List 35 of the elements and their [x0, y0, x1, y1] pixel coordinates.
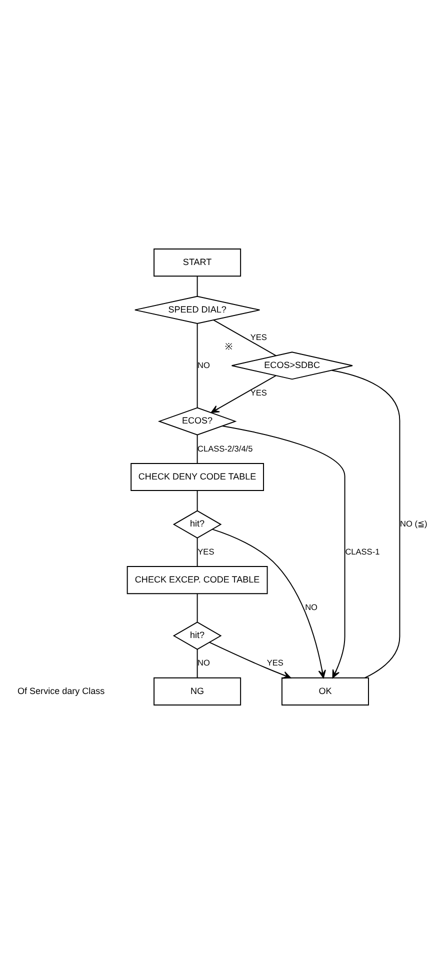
node-box: CHECK DENY CODE TABLE — [130, 462, 264, 492]
arrow — [208, 642, 292, 679]
node-label: ※ — [225, 342, 234, 352]
connector — [196, 538, 198, 567]
edge-label: YES — [250, 388, 267, 398]
edge-label: NO — [305, 603, 318, 612]
connector — [196, 593, 198, 622]
edge-label: CLASS-1 — [345, 547, 380, 556]
node-diamond: ECOS? — [158, 407, 237, 436]
node-diamond: hit? — [172, 622, 222, 650]
edge-label: NO (≦) — [400, 520, 428, 529]
node-diamond: hit? — [172, 510, 222, 539]
connector — [331, 370, 400, 678]
node-box: NG — [154, 677, 242, 706]
edge-label: CLASS-2/3/4/5 — [198, 444, 253, 454]
connector — [196, 648, 198, 678]
arrow — [222, 425, 346, 678]
node-diamond: SPEED DIAL? — [134, 296, 260, 324]
node-box: START — [154, 248, 242, 277]
connector — [196, 276, 198, 297]
node-box: OK — [281, 677, 369, 706]
connector — [196, 490, 198, 512]
edge-label: YES — [250, 332, 267, 342]
connector — [196, 434, 198, 464]
edge-label: YES — [198, 547, 214, 556]
label: Of Service dary Class — [18, 686, 105, 696]
connector — [213, 320, 277, 356]
edge-label: YES — [266, 658, 284, 668]
arrow — [210, 375, 277, 414]
edge-label: NO — [197, 360, 210, 370]
arrow — [212, 528, 326, 678]
node-diamond: ECOS>SDBC — [231, 352, 353, 380]
node-box: CHECK EXCEP. CODE TABLE — [126, 566, 268, 594]
edge-label: NO — [197, 658, 210, 668]
connector — [196, 323, 198, 408]
